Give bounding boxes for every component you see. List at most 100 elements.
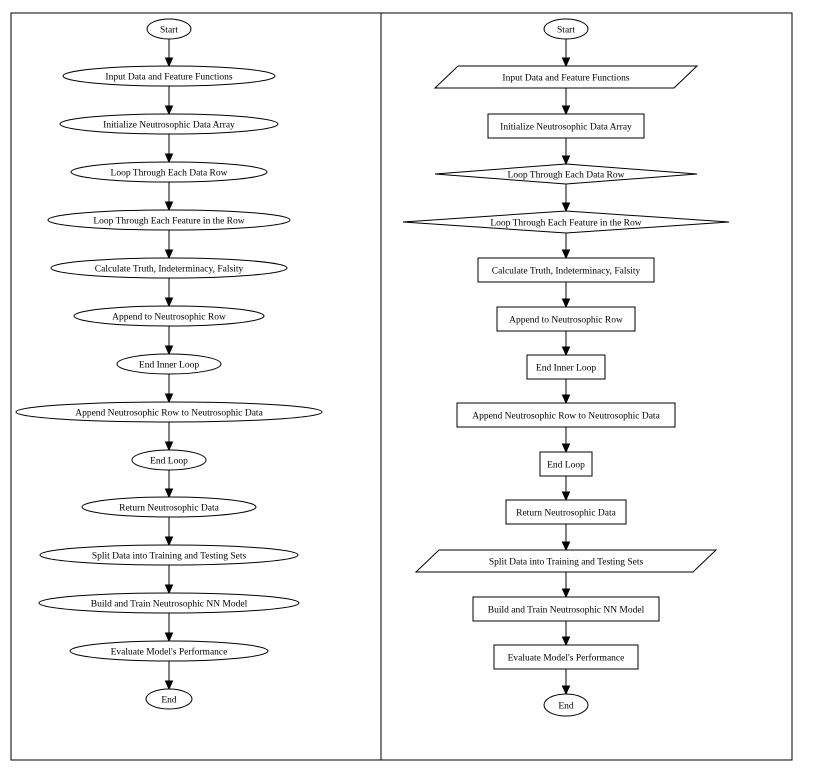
left-node-initialize-neutrosophic-data-array-label: Initialize Neutrosophic Data Array <box>103 120 235 130</box>
left-node-loop-through-each-feature-in-the-row-ellipse <box>47 209 291 231</box>
right-node-calculate-truth-indeterminacy-falsity-rect <box>477 257 655 283</box>
left-node-end-loop: End Loop <box>131 449 207 471</box>
right-arrowhead-8 <box>561 394 571 405</box>
right-node-end: End <box>543 693 589 717</box>
right-panel-frame <box>380 12 793 761</box>
left-arrowhead-12 <box>164 584 174 595</box>
right-node-end-inner-loop: End Inner Loop <box>526 354 606 380</box>
right-node-build-and-train-neutrosophic-nn-model: Build and Train Neutrosophic NN Model <box>472 596 660 622</box>
right-arrowhead-4 <box>561 202 571 213</box>
right-arrowhead-7 <box>561 346 571 357</box>
left-node-calculate-truth-indeterminacy-falsity-ellipse <box>50 257 288 279</box>
left-node-split-data-into-training-and-testing-sets-label: Split Data into Training and Testing Set… <box>92 551 247 561</box>
left-node-evaluate-model-s-performance: Evaluate Model's Performance <box>69 640 269 662</box>
left-node-return-neutrosophic-data-label: Return Neutrosophic Data <box>119 503 220 513</box>
right-node-build-and-train-neutrosophic-nn-model-rect <box>472 596 660 622</box>
left-node-end-loop-label: End Loop <box>150 456 188 466</box>
left-node-append-to-neutrosophic-row-label: Append to Neutrosophic Row <box>112 312 226 322</box>
left-node-evaluate-model-s-performance-label: Evaluate Model's Performance <box>111 646 228 657</box>
right-node-return-neutrosophic-data: Return Neutrosophic Data <box>505 499 627 525</box>
left-node-loop-through-each-data-row-label: Loop Through Each Data Row <box>111 168 228 178</box>
left-arrowhead-8 <box>164 393 174 404</box>
right-node-end-label: End <box>558 701 574 711</box>
right-node-end-ellipse <box>543 693 589 717</box>
left-arrowhead-6 <box>164 297 174 308</box>
left-node-evaluate-model-s-performance-ellipse <box>69 640 269 662</box>
left-node-return-neutrosophic-data: Return Neutrosophic Data <box>81 496 257 518</box>
right-node-initialize-neutrosophic-data-array: Initialize Neutrosophic Data Array <box>487 113 645 139</box>
left-node-append-to-neutrosophic-row: Append to Neutrosophic Row <box>73 305 265 327</box>
right-node-end-inner-loop-rect <box>526 354 606 380</box>
right-node-evaluate-model-s-performance-label: Evaluate Model's Performance <box>508 652 625 663</box>
left-node-end-loop-ellipse <box>131 449 207 471</box>
left-node-end-ellipse <box>145 688 193 710</box>
right-node-loop-through-each-feature-in-the-row-label: Loop Through Each Feature in the Row <box>490 218 641 228</box>
right-node-loop-through-each-feature-in-the-row-diamond <box>402 210 730 234</box>
left-node-append-neutrosophic-row-to-neutrosophic-data-ellipse <box>15 401 323 423</box>
right-node-initialize-neutrosophic-data-array-rect <box>487 113 645 139</box>
left-arrowhead-4 <box>164 201 174 212</box>
left-node-append-neutrosophic-row-to-neutrosophic-data-label: Append Neutrosophic Row to Neutrosophic … <box>75 408 263 418</box>
right-node-split-data-into-training-and-testing-sets: Split Data into Training and Testing Set… <box>414 549 718 573</box>
right-node-initialize-neutrosophic-data-array-label: Initialize Neutrosophic Data Array <box>500 122 632 132</box>
right-node-loop-through-each-data-row-diamond <box>434 163 698 185</box>
right-node-end-loop-rect <box>539 451 593 477</box>
left-node-loop-through-each-data-row-ellipse <box>70 161 268 183</box>
right-node-calculate-truth-indeterminacy-falsity: Calculate Truth, Indeterminacy, Falsity <box>477 257 655 283</box>
right-node-input-data-and-feature-functions-parallelogram <box>433 65 699 89</box>
right-node-build-and-train-neutrosophic-nn-model-label: Build and Train Neutrosophic NN Model <box>488 605 645 615</box>
left-arrowhead-11 <box>164 536 174 547</box>
right-arrowhead-14 <box>561 685 571 696</box>
left-node-end-inner-loop-ellipse <box>116 353 222 375</box>
right-node-end-loop-label: End Loop <box>547 460 585 470</box>
right-node-append-neutrosophic-row-to-neutrosophic-data-rect <box>456 402 676 428</box>
right-arrowhead-1 <box>561 57 571 68</box>
left-node-initialize-neutrosophic-data-array-ellipse <box>59 113 279 135</box>
right-node-append-neutrosophic-row-to-neutrosophic-data: Append Neutrosophic Row to Neutrosophic … <box>456 402 676 428</box>
left-node-loop-through-each-feature-in-the-row: Loop Through Each Feature in the Row <box>47 209 291 231</box>
left-node-loop-through-each-data-row: Loop Through Each Data Row <box>70 161 268 183</box>
right-node-append-neutrosophic-row-to-neutrosophic-data-label: Append Neutrosophic Row to Neutrosophic … <box>472 411 660 421</box>
left-arrowhead-3 <box>164 153 174 164</box>
right-node-split-data-into-training-and-testing-sets-label: Split Data into Training and Testing Set… <box>489 557 644 567</box>
right-node-loop-through-each-data-row: Loop Through Each Data Row <box>434 163 698 185</box>
left-node-end-inner-loop-label: End Inner Loop <box>139 360 199 370</box>
left-node-append-neutrosophic-row-to-neutrosophic-data: Append Neutrosophic Row to Neutrosophic … <box>15 401 323 423</box>
left-arrowhead-10 <box>164 488 174 499</box>
right-node-loop-through-each-feature-in-the-row: Loop Through Each Feature in the Row <box>402 210 730 234</box>
right-arrowhead-12 <box>561 588 571 599</box>
left-node-end-label: End <box>161 695 177 705</box>
right-node-calculate-truth-indeterminacy-falsity-label: Calculate Truth, Indeterminacy, Falsity <box>492 266 641 276</box>
right-node-append-to-neutrosophic-row: Append to Neutrosophic Row <box>496 306 636 332</box>
right-node-evaluate-model-s-performance-rect <box>493 644 639 670</box>
right-node-append-to-neutrosophic-row-label: Append to Neutrosophic Row <box>509 315 623 325</box>
right-arrowhead-11 <box>561 541 571 552</box>
left-arrowhead-1 <box>164 57 174 68</box>
right-node-start-ellipse <box>543 18 589 40</box>
right-node-loop-through-each-data-row-label: Loop Through Each Data Row <box>508 170 625 180</box>
right-arrowhead-2 <box>561 105 571 116</box>
left-node-start: Start <box>146 18 192 40</box>
right-node-return-neutrosophic-data-label: Return Neutrosophic Data <box>516 508 617 518</box>
right-arrowhead-9 <box>561 443 571 454</box>
right-arrowhead-5 <box>561 249 571 260</box>
left-node-input-data-and-feature-functions: Input Data and Feature Functions <box>62 65 276 87</box>
left-node-loop-through-each-feature-in-the-row-label: Loop Through Each Feature in the Row <box>93 216 244 226</box>
right-arrowhead-6 <box>561 298 571 309</box>
right-node-evaluate-model-s-performance: Evaluate Model's Performance <box>493 644 639 670</box>
right-node-return-neutrosophic-data-rect <box>505 499 627 525</box>
right-arrowhead-3 <box>561 155 571 166</box>
left-node-calculate-truth-indeterminacy-falsity-label: Calculate Truth, Indeterminacy, Falsity <box>95 264 244 274</box>
right-arrowhead-13 <box>561 636 571 647</box>
left-arrowhead-2 <box>164 105 174 116</box>
left-node-start-label: Start <box>160 25 178 35</box>
left-node-start-ellipse <box>146 18 192 40</box>
left-node-calculate-truth-indeterminacy-falsity: Calculate Truth, Indeterminacy, Falsity <box>50 257 288 279</box>
left-node-return-neutrosophic-data-ellipse <box>81 496 257 518</box>
left-node-build-and-train-neutrosophic-nn-model-ellipse <box>38 592 300 614</box>
right-node-end-inner-loop-label: End Inner Loop <box>536 363 596 373</box>
left-node-initialize-neutrosophic-data-array: Initialize Neutrosophic Data Array <box>59 113 279 135</box>
